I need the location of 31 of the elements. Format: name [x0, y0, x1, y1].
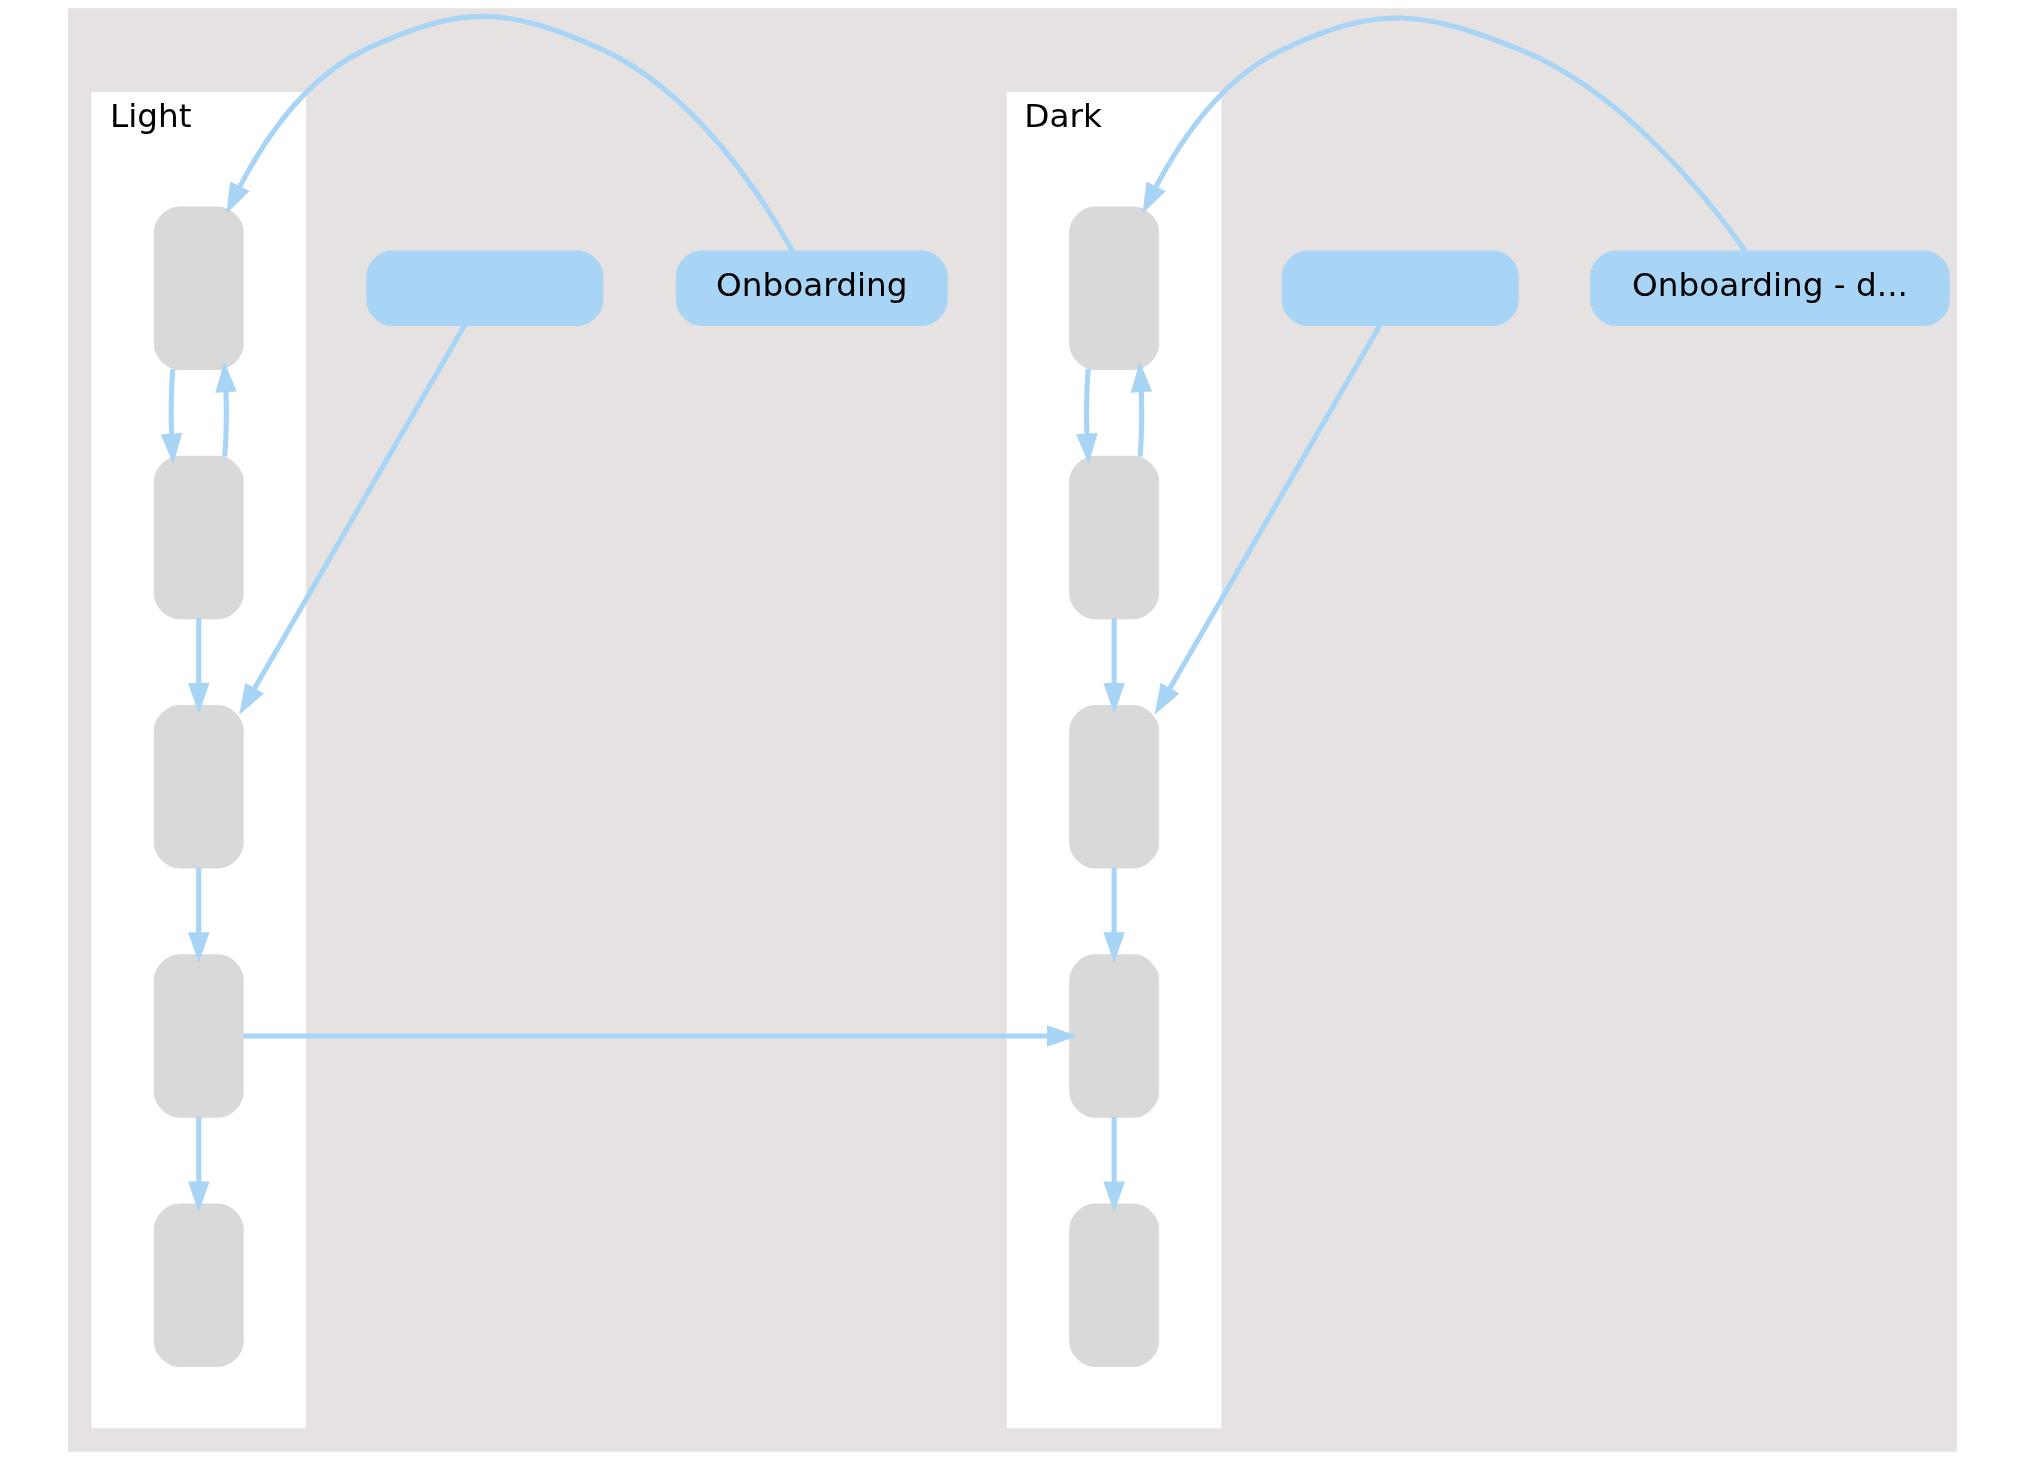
node-box — [1069, 1203, 1160, 1368]
node-box — [153, 206, 244, 370]
arrow — [239, 323, 467, 715]
node-box — [1069, 705, 1160, 869]
node-box: Onboarding — [675, 250, 948, 326]
node-box — [1069, 954, 1160, 1118]
arrow — [1103, 618, 1125, 714]
node-box — [366, 250, 604, 326]
arrow — [188, 867, 210, 963]
arrow — [226, 14, 795, 253]
node-box — [1069, 206, 1160, 370]
arrow — [1154, 323, 1383, 715]
node-box — [153, 705, 244, 869]
node-box — [153, 455, 244, 620]
arrow — [1076, 369, 1098, 465]
node-box: Onboarding - d... — [1590, 250, 1950, 326]
cluster: Light — [91, 92, 307, 1429]
arrow — [160, 368, 183, 465]
node-box — [1069, 455, 1160, 620]
cluster: Dark — [1006, 92, 1222, 1429]
arrow — [243, 1025, 1078, 1047]
node-box — [153, 1203, 244, 1368]
node-box — [153, 954, 244, 1118]
arrow — [1130, 361, 1153, 457]
arrow — [188, 618, 210, 714]
arrow — [1142, 15, 1748, 253]
arrow — [215, 361, 237, 457]
arrow — [1103, 1117, 1125, 1213]
arrow — [1103, 867, 1125, 963]
arrow — [188, 1117, 210, 1213]
node-box — [1281, 250, 1519, 326]
